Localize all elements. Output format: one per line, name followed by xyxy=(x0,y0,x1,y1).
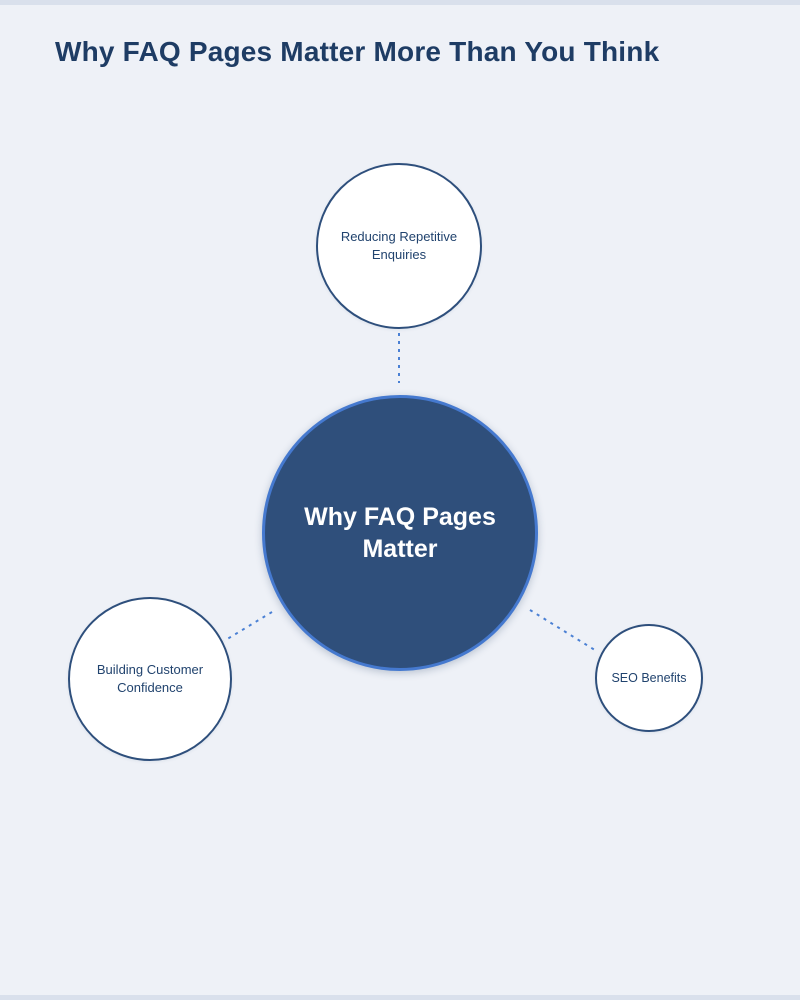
diagram-node-building-customer-confidence: Building Customer Confidence xyxy=(68,597,232,761)
connector-right xyxy=(529,609,599,653)
center-node-label: Why FAQ Pages Matter xyxy=(304,502,496,564)
node-label: Building Customer Confidence xyxy=(96,662,204,695)
node-label: SEO Benefits xyxy=(611,670,687,685)
diagram-node-center-why-faq-pages-matter: Why FAQ Pages Matter xyxy=(262,395,538,671)
page-title: Why FAQ Pages Matter More Than You Think xyxy=(55,36,660,67)
bottom-edge-bar xyxy=(0,995,800,1000)
top-edge-bar xyxy=(0,0,800,5)
connector-left xyxy=(223,611,273,642)
diagram-node-seo-benefits: SEO Benefits xyxy=(595,624,703,732)
diagram-node-reducing-repetitive-enquiries: Reducing Repetitive Enquiries xyxy=(316,163,482,329)
node-label: Reducing Repetitive Enquiries xyxy=(340,229,458,262)
